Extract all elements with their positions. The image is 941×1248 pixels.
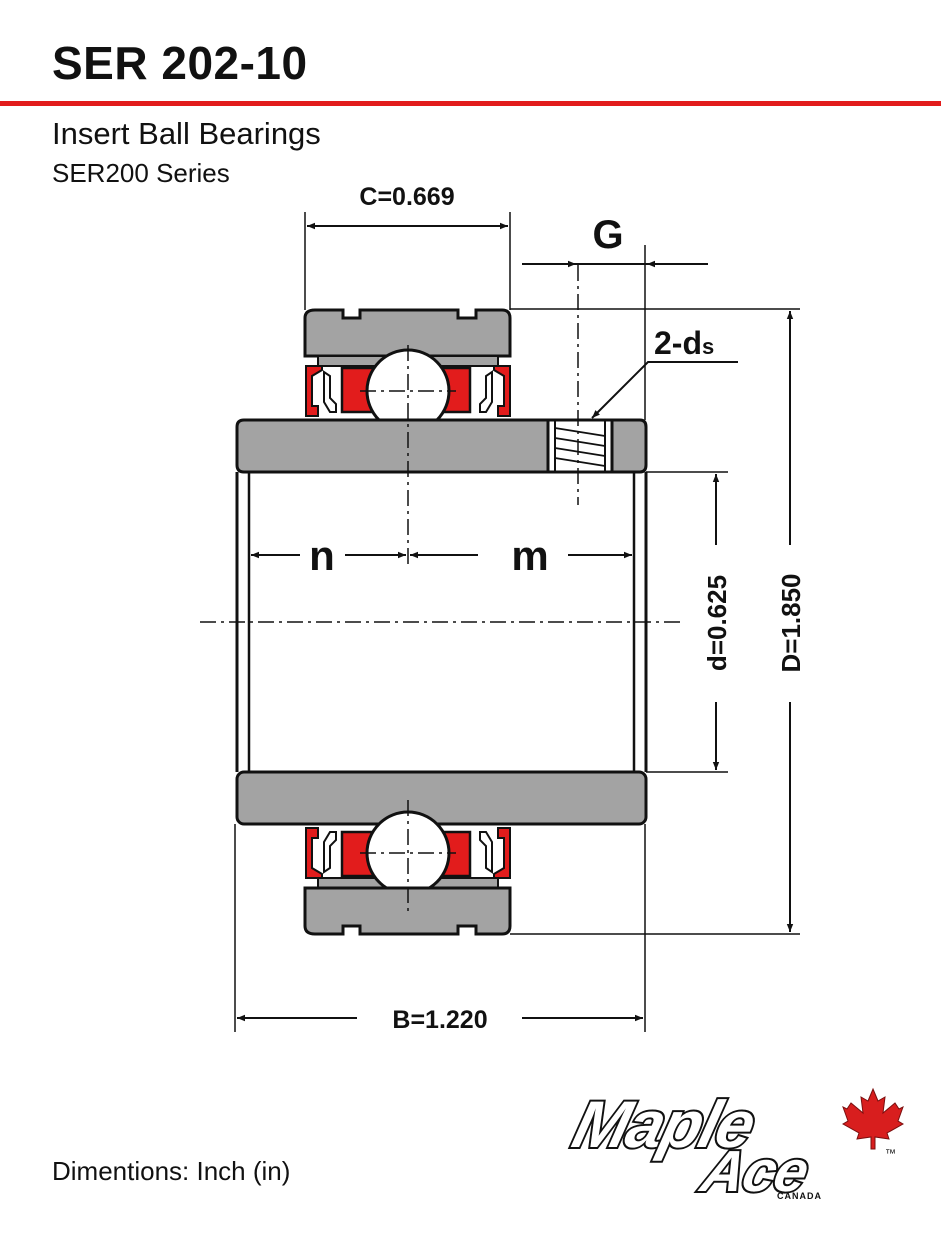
- logo-line1: Maple: [566, 1088, 762, 1162]
- inner-ring-bottom: [235, 770, 648, 826]
- dim-ds-sub: s: [702, 334, 714, 359]
- logo-country: CANADA: [777, 1191, 822, 1201]
- extension-lines: [234, 212, 800, 1032]
- maple-leaf-icon: [842, 1087, 904, 1150]
- seal-bottom-right: [479, 827, 511, 879]
- product-type: Insert Ball Bearings: [52, 116, 321, 151]
- maple-ace-logo: Maple Ace ™ CANADA: [564, 1086, 904, 1205]
- seal-top-right: [479, 365, 511, 417]
- seal-top-left: [305, 365, 337, 417]
- dim-B-label: B=1.220: [392, 1006, 487, 1034]
- product-series: SER200 Series: [52, 158, 230, 188]
- dim-n-label: n: [309, 532, 335, 579]
- logo-line2: Ace: [693, 1140, 815, 1204]
- dim-ds-main: 2-d: [654, 325, 702, 361]
- center-lines: [200, 265, 680, 915]
- dim-ds-label: 2-ds: [654, 325, 714, 361]
- dim-m-label: m: [511, 532, 548, 579]
- inner-ring-top: [235, 418, 648, 474]
- seal-bottom-left: [305, 827, 337, 879]
- dim-G-label: G: [592, 213, 623, 257]
- dimension-arrows: [237, 222, 794, 1022]
- set-screw: [546, 418, 614, 474]
- logo-trademark: ™: [885, 1148, 896, 1160]
- dim-d-label: d=0.625: [702, 575, 732, 671]
- page-title: SER 202-10: [52, 37, 308, 89]
- title-divider: [0, 101, 941, 106]
- dim-C-label: C=0.669: [359, 183, 454, 211]
- dim-D-label: D=1.850: [776, 573, 806, 672]
- units-note: Dimentions: Inch (in): [52, 1156, 291, 1186]
